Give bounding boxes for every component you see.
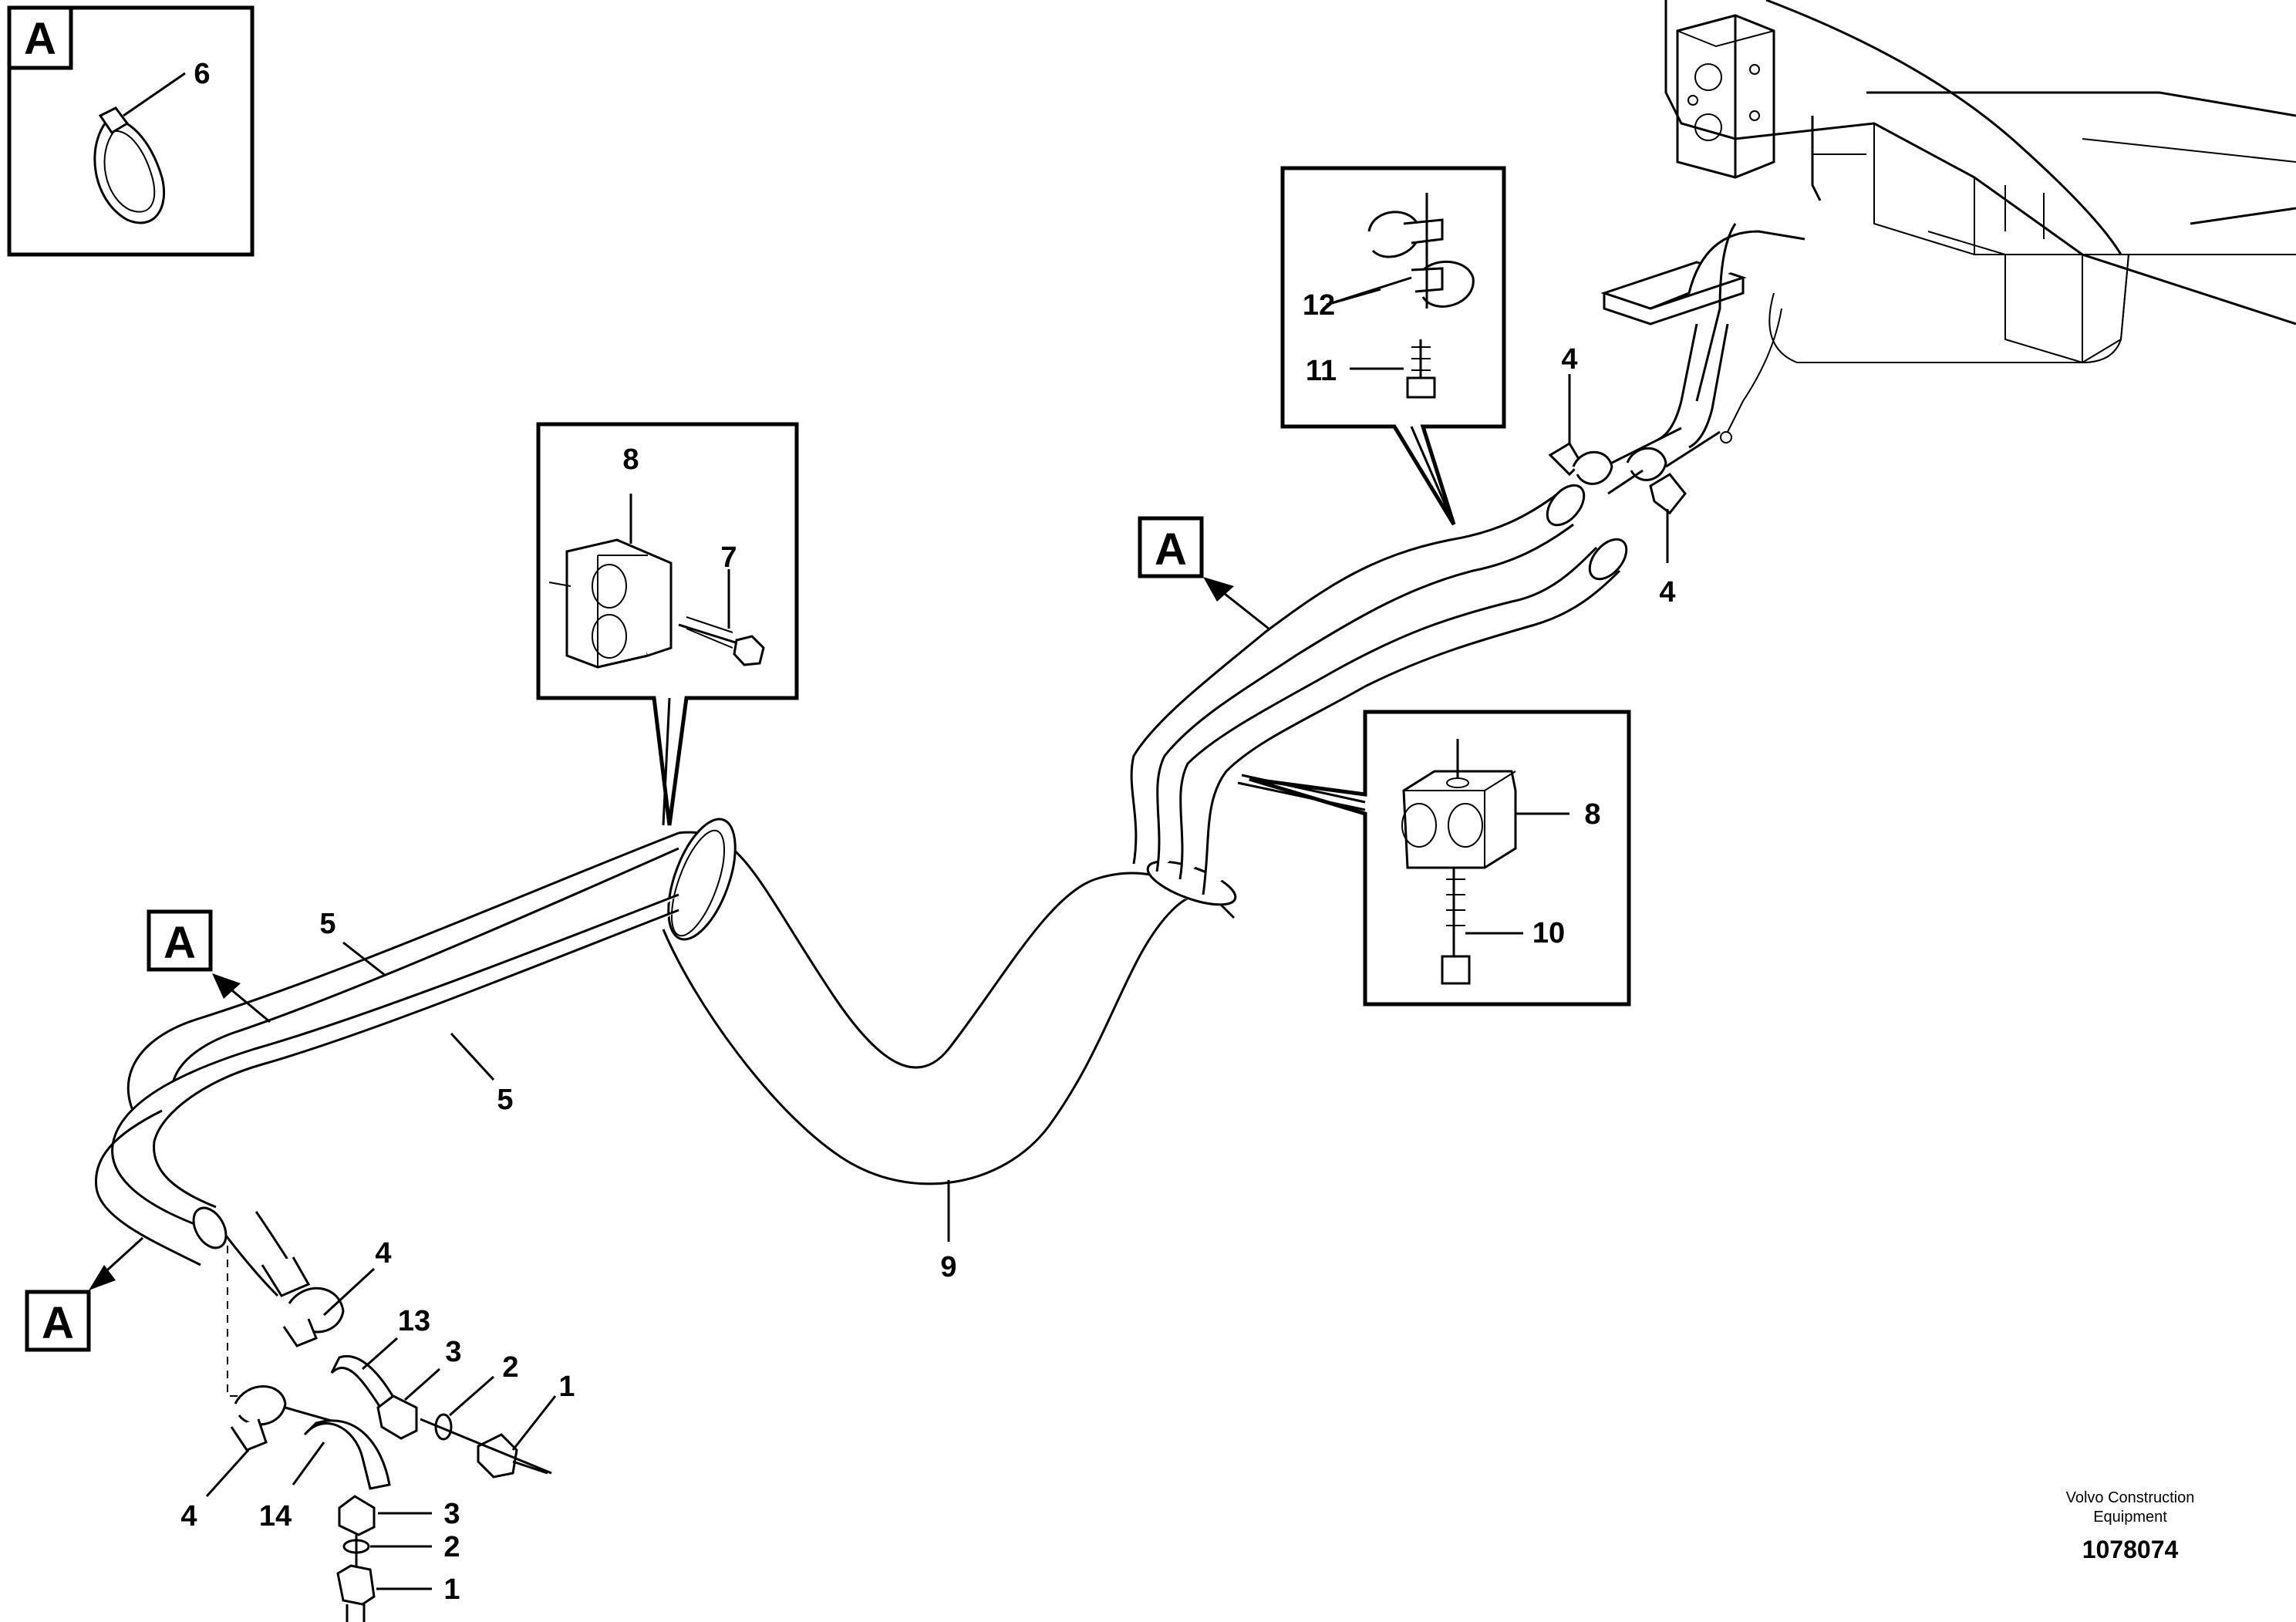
callout-11: 11 (1306, 355, 1337, 387)
callout-2-upper: 2 (502, 1351, 518, 1384)
footer: Volvo Construction Equipment 1078074 (2066, 1489, 2195, 1563)
svg-text:A: A (1155, 524, 1187, 575)
company-name-line2: Equipment (2093, 1509, 2167, 1526)
callout-4-lower-upper: 4 (375, 1237, 391, 1270)
callouts-main: 5 5 9 4 4 4 4 13 3 2 1 14 3 (180, 343, 1675, 1606)
callout-2-lower: 2 (443, 1531, 460, 1563)
view-marker-a-left: A (147, 909, 271, 1023)
machine-body (1664, 0, 2296, 364)
callout-4-upper-right-bottom: 4 (1659, 576, 1675, 609)
company-name-line1: Volvo Construction (2066, 1489, 2195, 1506)
fittings-upper (1548, 427, 1721, 515)
callout-3-lower: 3 (443, 1498, 460, 1530)
view-marker-a-lower-left: A (25, 1236, 144, 1352)
view-marker-a-upper-right: A (1138, 516, 1269, 630)
callout-13: 13 (398, 1305, 430, 1337)
callout-9: 9 (940, 1251, 956, 1283)
callout-14: 14 (259, 1500, 292, 1533)
inset-clamp-8-10: 8 10 (1237, 710, 1631, 1007)
fittings-lower (230, 1286, 552, 1622)
callout-3-upper: 3 (445, 1336, 461, 1368)
callout-10: 10 (1532, 917, 1565, 949)
svg-text:A: A (164, 918, 196, 968)
document-number: 1078074 (2082, 1536, 2179, 1563)
callout-5-lower: 5 (497, 1084, 513, 1116)
callout-12: 12 (1303, 289, 1335, 322)
callout-6: 6 (194, 58, 210, 90)
hose-9 (662, 818, 1237, 1185)
callout-4-lower-lower: 4 (180, 1500, 197, 1533)
callout-4-upper-right-top: 4 (1561, 343, 1577, 376)
callout-1-upper: 1 (558, 1371, 575, 1403)
callout-7: 7 (720, 541, 737, 574)
inset-clamp-12-11: 12 11 (1280, 166, 1506, 526)
svg-text:A: A (42, 1298, 74, 1348)
view-marker-a: A (24, 14, 56, 64)
callout-8-right: 8 (1584, 798, 1600, 831)
callout-1-lower: 1 (443, 1573, 460, 1606)
callout-5-upper: 5 (319, 908, 335, 940)
inset-clamp-8-7: 8 7 (536, 422, 799, 826)
dashed-leader (227, 1246, 247, 1397)
hoses-5 (94, 831, 679, 1297)
upper-pipes (1600, 223, 2129, 449)
callout-8-left: 8 (622, 443, 639, 476)
inset-cable-tie: A 6 (7, 5, 255, 257)
valve-block (1676, 14, 1775, 179)
